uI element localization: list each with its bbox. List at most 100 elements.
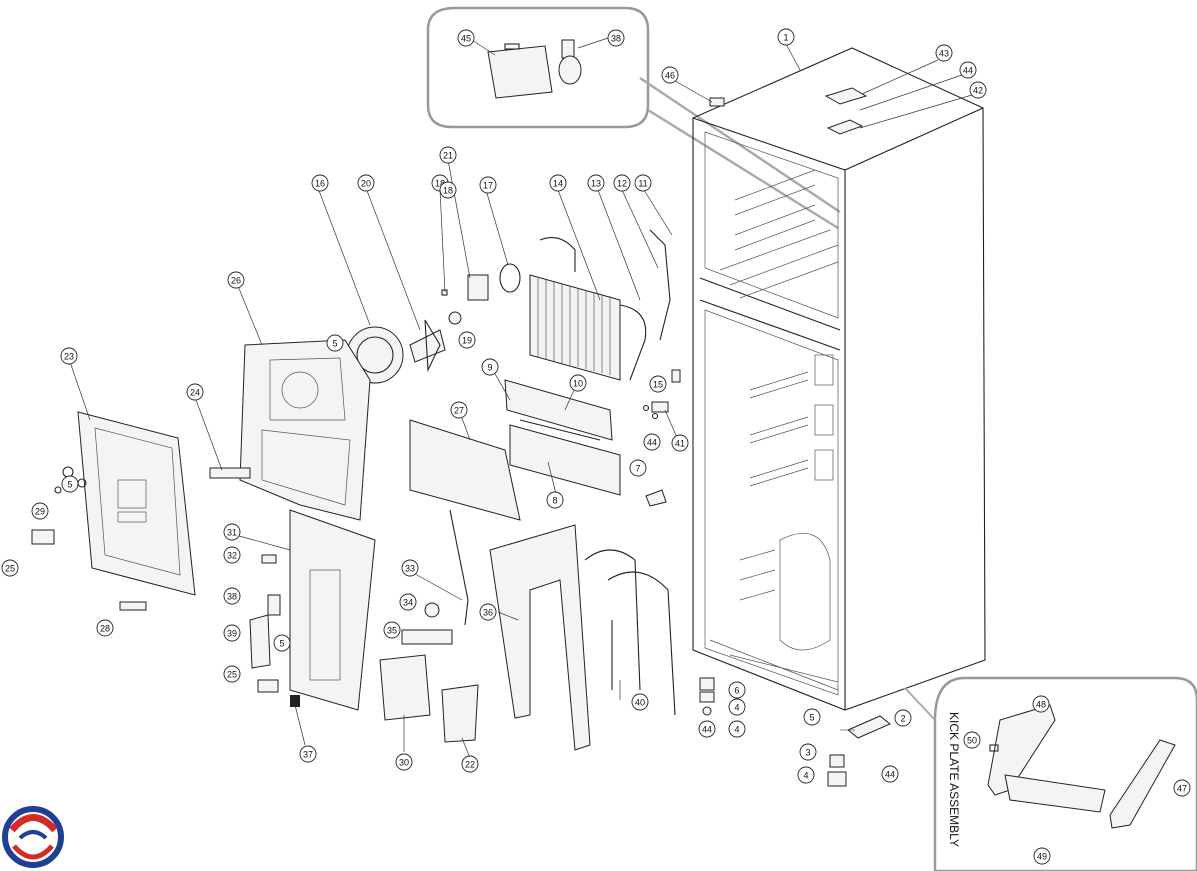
callout-47: 47	[1173, 779, 1191, 797]
callout-32: 32	[223, 546, 241, 564]
callout-number: 45	[461, 34, 471, 44]
callout-44: 44	[881, 765, 899, 783]
electronics	[379, 509, 479, 743]
callout-26: 26	[227, 271, 245, 289]
callout-35: 35	[383, 621, 401, 639]
callout-15: 15	[649, 375, 667, 393]
callout-12: 12	[613, 174, 631, 192]
callout-7: 7	[629, 459, 647, 477]
callout-16: 16	[311, 174, 329, 192]
callout-46: 46	[661, 66, 679, 84]
callout-29: 29	[31, 502, 49, 520]
control-panel	[249, 509, 376, 711]
callout-6: 6	[728, 681, 746, 699]
evaporator	[529, 229, 671, 381]
callout-number: 33	[405, 564, 415, 574]
callout-5: 5	[61, 475, 79, 493]
callout-9: 9	[481, 358, 499, 376]
callout-10: 10	[569, 374, 587, 392]
leader-lines	[69, 43, 973, 759]
callout-number: 15	[653, 380, 663, 390]
callout-2: 2	[894, 709, 912, 727]
callout-number: 8	[552, 496, 557, 506]
callout-number: 7	[635, 464, 640, 474]
callout-11: 11	[634, 174, 652, 192]
callout-4: 4	[797, 766, 815, 784]
callout-number: 5	[67, 480, 72, 490]
callout-13: 13	[587, 174, 605, 192]
callout-30: 30	[395, 753, 413, 771]
callout-number: 14	[553, 179, 563, 189]
callout-43: 43	[935, 44, 953, 62]
callout-number: 41	[675, 439, 685, 449]
callout-number: 29	[35, 507, 45, 517]
callout-number: 25	[227, 670, 237, 680]
callout-number: 48	[1036, 700, 1046, 710]
callout-5: 5	[803, 708, 821, 726]
callout-44: 44	[959, 61, 977, 79]
callout-38: 38	[223, 587, 241, 605]
callout-22: 22	[461, 755, 479, 773]
callout-number: 9	[487, 363, 492, 373]
light-cover-part	[487, 43, 553, 99]
callout-number: 12	[617, 179, 627, 189]
callout-1: 1	[777, 28, 795, 46]
callout-50: 50	[963, 731, 981, 749]
callout-37: 37	[299, 745, 317, 763]
lamp-part	[558, 39, 582, 85]
callout-number: 2	[900, 714, 905, 724]
callout-48: 48	[1032, 695, 1050, 713]
callout-24: 24	[186, 383, 204, 401]
callout-number: 28	[100, 624, 110, 634]
callout-number: 38	[611, 34, 621, 44]
callout-number: 44	[702, 725, 712, 735]
callout-number: 44	[963, 66, 973, 76]
callout-38: 38	[607, 29, 625, 47]
callout-number: 24	[190, 388, 200, 398]
callout-25: 25	[223, 665, 241, 683]
callout-number: 26	[231, 276, 241, 286]
callout-number: 20	[361, 179, 371, 189]
callout-3: 3	[799, 743, 817, 761]
callout-number: 10	[573, 379, 583, 389]
callout-33: 33	[401, 559, 419, 577]
callout-number: 44	[885, 770, 895, 780]
callout-number: 37	[303, 750, 313, 760]
callout-49: 49	[1033, 847, 1051, 865]
fan-cover	[239, 339, 371, 521]
callout-number: 1	[783, 33, 788, 43]
callout-number: 38	[227, 592, 237, 602]
callout-28: 28	[96, 619, 114, 637]
callout-number: 50	[967, 736, 977, 746]
callout-36: 36	[479, 603, 497, 621]
callout-number: 21	[443, 151, 453, 161]
callout-number: 19	[462, 336, 472, 346]
callout-number: 13	[591, 179, 601, 189]
callout-44: 44	[698, 720, 716, 738]
callout-number: 5	[809, 713, 814, 723]
bottom-hardware	[699, 677, 891, 787]
callout-number: 4	[734, 725, 739, 735]
callout-23: 23	[60, 347, 78, 365]
callout-number: 36	[483, 608, 493, 618]
callout-number: 40	[635, 698, 645, 708]
callout-number: 17	[483, 181, 493, 191]
callout-19: 19	[458, 331, 476, 349]
callout-number: 34	[403, 598, 413, 608]
callout-number: 27	[454, 406, 464, 416]
callout-number: 4	[803, 771, 808, 781]
callout-number: 22	[465, 760, 475, 770]
callout-25: 25	[1, 559, 19, 577]
callout-number: 6	[734, 686, 739, 696]
callout-number: 5	[279, 639, 284, 649]
callout-4: 4	[728, 720, 746, 738]
callout-number: 23	[64, 352, 74, 362]
callout-45: 45	[457, 29, 475, 47]
callout-8: 8	[546, 491, 564, 509]
callout-number: 11	[638, 179, 647, 189]
callout-number: 32	[227, 551, 237, 561]
kick-plate-inset: KICK PLATE ASSEMBLY	[904, 676, 1197, 871]
callout-31: 31	[223, 523, 241, 541]
